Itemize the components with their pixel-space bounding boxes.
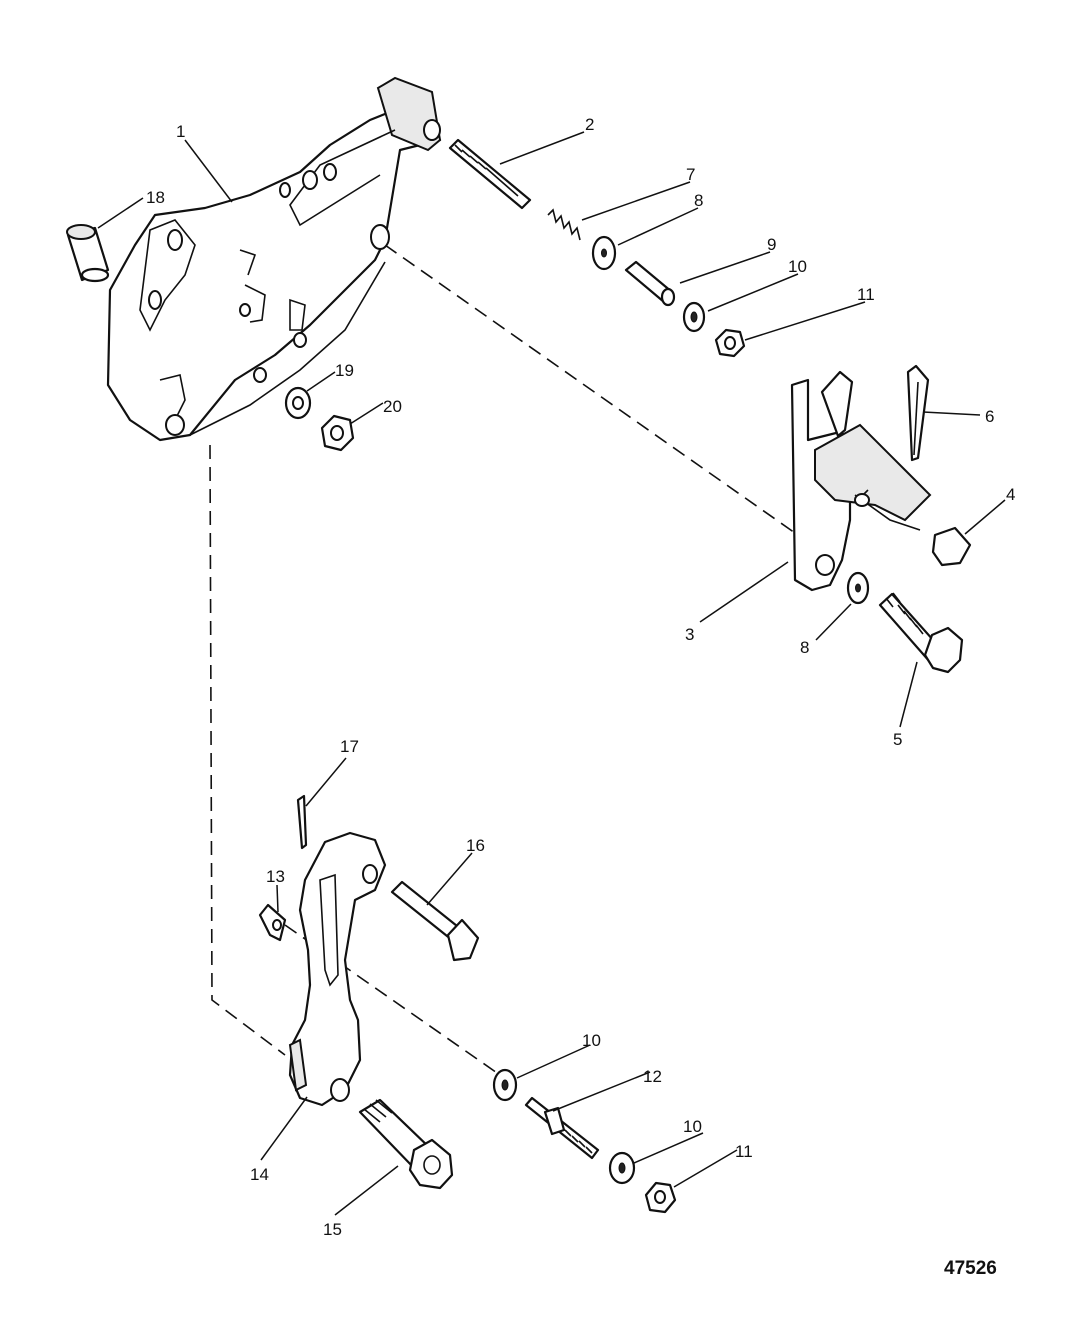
part-14-link: [288, 831, 387, 1107]
callout-13: 13: [266, 867, 285, 886]
part-11-nut-lower: [644, 1181, 677, 1214]
part-10-washer-upper: [682, 301, 706, 333]
callout-labels: 1 2 3 4 5 6 7 8 8 9 10 10 10 11 11 12 13…: [146, 115, 1015, 1239]
callout-1: 1: [176, 122, 185, 141]
callout-15: 15: [323, 1220, 342, 1239]
callout-7: 7: [686, 165, 695, 184]
callout-11-lower: 11: [735, 1142, 753, 1161]
part-3-lever: [790, 370, 932, 592]
callout-14: 14: [250, 1165, 269, 1184]
callout-17: 17: [340, 737, 359, 756]
callout-4: 4: [1006, 485, 1015, 504]
callout-10-upper: 10: [788, 257, 807, 276]
figure-number: 47526: [944, 1258, 997, 1279]
callout-5: 5: [893, 730, 902, 749]
callout-2: 2: [585, 115, 594, 134]
part-5-bolt: [878, 592, 964, 674]
part-17-cotter-pin: [296, 794, 308, 850]
part-6-cotter-pin: [906, 364, 930, 462]
part-11-nut-upper: [714, 328, 746, 358]
part-1-bracket: [106, 76, 442, 442]
callout-3: 3: [685, 625, 694, 644]
part-12-stud: [524, 1096, 600, 1160]
assembly-lines: [209, 244, 806, 1076]
part-16-pin: [390, 880, 480, 962]
callout-9: 9: [767, 235, 776, 254]
part-4-cap: [931, 526, 972, 567]
callout-8-lower: 8: [800, 638, 809, 657]
part-20-nut: [320, 414, 355, 452]
callout-10-middle: 10: [582, 1031, 601, 1050]
callout-8-upper: 8: [694, 191, 703, 210]
callout-18: 18: [146, 188, 165, 207]
part-13-clip: [258, 903, 287, 942]
part-8-washer-lower: [846, 571, 870, 605]
callout-16: 16: [466, 836, 485, 855]
part-8-washer-upper: [591, 235, 617, 271]
part-2-stud: [448, 138, 532, 210]
callout-11-upper: 11: [857, 285, 875, 304]
part-18-bushing: [66, 224, 110, 283]
part-10-washer-middle: [492, 1068, 518, 1102]
callout-6: 6: [985, 407, 994, 426]
part-10-washer-lower: [608, 1151, 636, 1185]
callout-20: 20: [383, 397, 402, 416]
part-15-shoulder-bolt: [358, 1098, 454, 1190]
callout-12: 12: [643, 1067, 662, 1086]
part-9-pin: [624, 260, 676, 307]
leader-lines: [97, 131, 1006, 1216]
callout-10-lower: 10: [683, 1117, 702, 1136]
callout-19: 19: [335, 361, 354, 380]
part-19-washer: [284, 386, 312, 420]
part-7-spring: [547, 208, 581, 241]
